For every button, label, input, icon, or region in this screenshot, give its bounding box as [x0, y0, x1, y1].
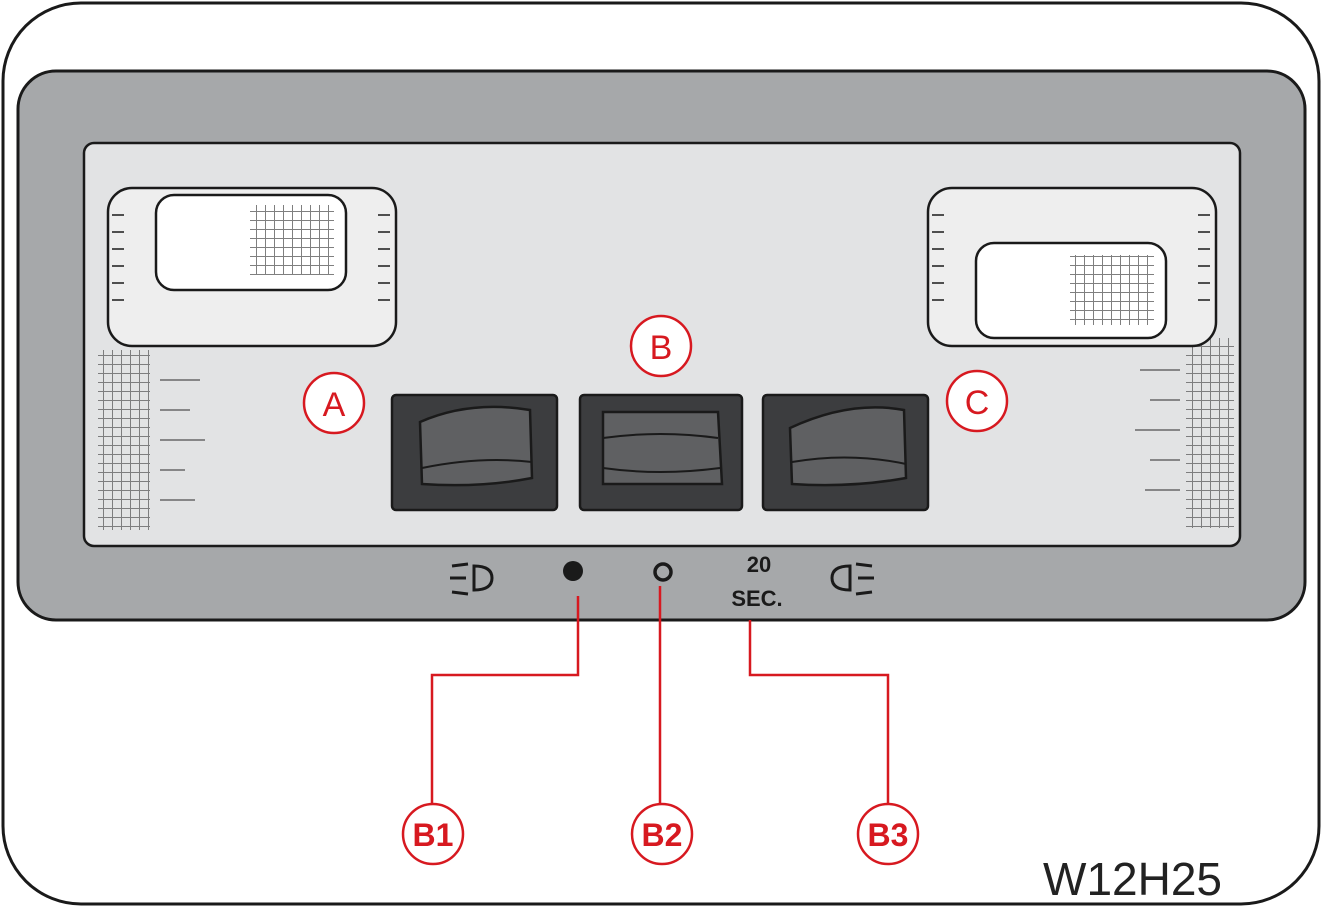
panel-texture-right — [1135, 338, 1234, 528]
callout-b: B — [629, 314, 693, 378]
timer-label-line1: 20 — [747, 552, 771, 577]
callout-b2-label: B2 — [642, 817, 683, 853]
callout-c: C — [945, 369, 1009, 433]
leader-b3 — [748, 620, 890, 806]
filled-dot-icon — [563, 561, 583, 581]
lamp-left-icon — [450, 562, 494, 596]
callout-b3-label: B3 — [868, 817, 909, 853]
callout-a-label: A — [323, 386, 346, 424]
timer-label-line2: SEC. — [731, 586, 782, 611]
lamp-right-icon — [830, 562, 874, 596]
callout-c-label: C — [965, 384, 990, 422]
switch-c[interactable] — [761, 393, 930, 512]
callout-b1: B1 — [401, 802, 465, 866]
leader-lines — [430, 586, 890, 806]
callout-b3: B3 — [856, 802, 920, 866]
leader-b1 — [430, 596, 580, 806]
hollow-dot-icon — [653, 562, 673, 582]
callout-a: A — [302, 371, 366, 435]
switch-a[interactable] — [390, 393, 559, 512]
callout-b2: B2 — [630, 802, 694, 866]
callout-b1-label: B1 — [413, 817, 454, 853]
panel-texture-left — [98, 350, 205, 530]
switch-b[interactable] — [578, 393, 744, 512]
left-lamp — [106, 186, 398, 348]
callout-b-label: B — [650, 329, 673, 367]
right-lamp — [926, 186, 1218, 348]
figure-code: W12H25 — [1043, 853, 1222, 905]
